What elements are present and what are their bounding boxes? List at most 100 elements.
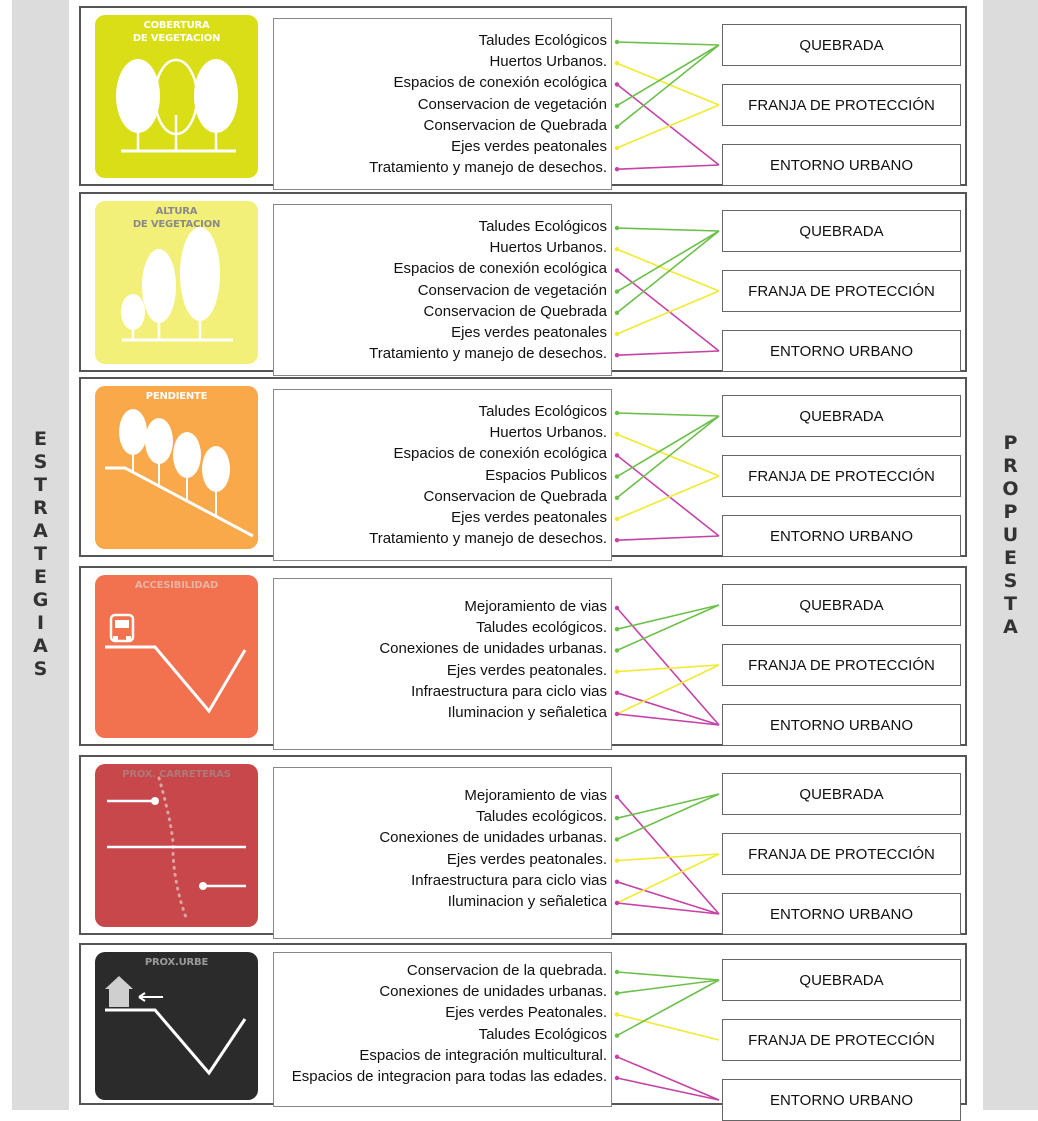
action-item: Ejes verdes peatonales — [451, 324, 607, 341]
connection-line — [616, 971, 720, 981]
connection-dot — [614, 310, 620, 315]
connection-dot — [614, 816, 620, 821]
connection-line — [616, 230, 720, 293]
connection-line — [616, 412, 720, 417]
target-box-entorno: ENTORNO URBANO — [722, 330, 961, 372]
strategy-title: COBERTURA DE VEGETACION — [132, 20, 221, 44]
connection-line — [616, 902, 720, 915]
action-item: Taludes ecológicos. — [476, 619, 607, 637]
action-item: Espacios de conexión ecológica — [393, 445, 607, 463]
connection-dot — [614, 145, 620, 151]
action-item: Tratamiento y manejo de desechos. — [369, 345, 607, 363]
estrategias-letter: S — [33, 451, 48, 473]
connection-line — [616, 881, 720, 915]
connection-line — [616, 979, 720, 1037]
action-item: Espacios de conexión ecológica — [393, 74, 607, 92]
propuesta-letter: P — [1003, 501, 1018, 523]
connection-dot — [614, 474, 620, 479]
connection-dot — [614, 353, 620, 358]
connection-line — [616, 415, 720, 478]
connection-dot — [614, 900, 620, 906]
action-item: Ejes verdes peatonales — [451, 138, 607, 155]
target-box-quebrada: QUEBRADA — [722, 24, 961, 66]
action-item: Conexiones de unidades urbanas. — [379, 640, 607, 658]
connection-dot — [614, 991, 620, 996]
action-item: Conservacion de vegetación — [417, 95, 607, 113]
connection-dot — [614, 969, 620, 975]
action-item: Espacios de conexión ecológica — [393, 260, 607, 278]
connection-line — [616, 454, 720, 537]
connection-line — [616, 44, 720, 107]
connection-line — [616, 853, 720, 904]
connection-dot — [614, 225, 620, 231]
action-item: Taludes Ecológicos — [478, 32, 607, 49]
strategy-title: ACCESIBILIDAD — [134, 580, 219, 591]
connection-line — [616, 692, 720, 726]
connection-dot — [614, 453, 620, 458]
strategy-title: PROX.URBE — [144, 957, 209, 968]
connection-line — [616, 41, 720, 46]
connection-dot — [614, 516, 620, 522]
connection-line — [616, 269, 720, 352]
connection-line — [616, 350, 720, 356]
connection-line — [616, 104, 720, 149]
action-item: Taludes ecológicos. — [476, 808, 607, 826]
connection-line — [616, 433, 720, 477]
action-item: Huertos Urbanos. — [489, 239, 607, 257]
accesibilidad-icon: ACCESIBILIDAD — [95, 575, 258, 738]
target-box-quebrada: QUEBRADA — [722, 584, 961, 626]
connection-dot — [614, 711, 620, 717]
propuesta-letter: A — [1003, 616, 1018, 638]
connection-dot — [614, 690, 620, 695]
estrategias-letter: T — [34, 543, 47, 565]
action-item: Conexiones de unidades urbanas. — [379, 983, 607, 1001]
estrategias-letter: I — [36, 612, 45, 634]
connection-dot — [614, 124, 620, 129]
connection-dot — [614, 879, 620, 884]
strategy-title: PENDIENTE — [145, 391, 208, 402]
action-item: Espacios de integración multicultural. — [359, 1046, 607, 1064]
connection-line — [616, 62, 720, 106]
action-item: Tratamiento y manejo de desechos. — [369, 530, 607, 548]
target-box-entorno: ENTORNO URBANO — [722, 893, 961, 935]
propuesta-letter: U — [1002, 524, 1019, 546]
connection-dot — [614, 495, 620, 500]
propuesta-letter: T — [1004, 593, 1017, 615]
action-item: Conservacion de Quebrada — [423, 302, 607, 320]
connection-line — [616, 664, 720, 673]
action-item: Huertos Urbanos. — [489, 424, 607, 442]
action-item: Conservacion de Quebrada — [423, 116, 607, 134]
strategy-row: COBERTURA DE VEGETACION Taludes Ecológico… — [79, 6, 967, 190]
connection-line — [616, 604, 720, 652]
connection-line — [616, 248, 720, 292]
connection-line — [616, 853, 720, 862]
estrategias-letter: S — [33, 658, 48, 680]
connection-line — [616, 475, 720, 520]
strategy-title: PROX. CARRETERAS — [122, 769, 231, 780]
connection-line — [616, 1056, 720, 1101]
target-box-franja: FRANJA DE PROTECCIÓN — [722, 270, 961, 312]
target-box-entorno: ENTORNO URBANO — [722, 1079, 961, 1121]
connection-dot — [614, 103, 620, 108]
connection-line — [616, 230, 720, 314]
target-box-quebrada: QUEBRADA — [722, 959, 961, 1001]
connection-line — [616, 793, 720, 819]
action-item: Ejes verdes peatonales. — [446, 850, 607, 868]
estrategias-letter: G — [32, 589, 49, 611]
action-item: Espacios de integracion para todas las e… — [291, 1068, 607, 1085]
connection-dot — [614, 538, 620, 543]
propuesta-letter: O — [1002, 478, 1019, 500]
estrategias-letter: R — [33, 497, 48, 519]
estrategias-letter: E — [34, 428, 47, 450]
action-item: Infraestructura para ciclo vias — [411, 682, 607, 700]
propuesta-letter: P — [1003, 432, 1018, 454]
target-box-franja: FRANJA DE PROTECCIÓN — [722, 644, 961, 686]
target-box-quebrada: QUEBRADA — [722, 210, 961, 252]
